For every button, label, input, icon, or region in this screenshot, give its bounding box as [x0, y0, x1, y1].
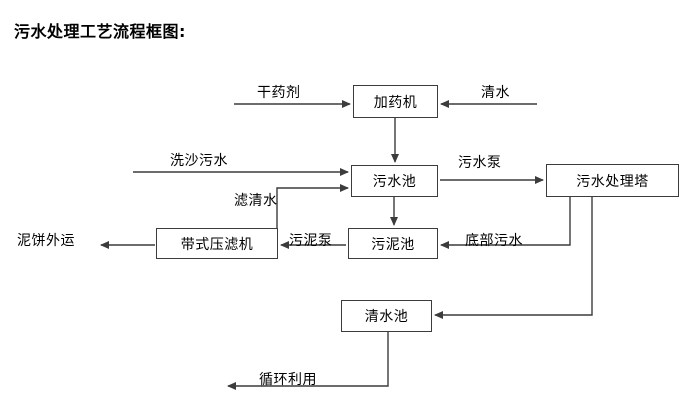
- edge-clear-water-pool-recycle: [227, 332, 389, 390]
- node-treatment-tower-label: 污水处理塔: [576, 173, 649, 190]
- edge-label-recycle-reuse: 循环利用: [259, 372, 317, 388]
- terminal-label-mud-cake-transport: 泥饼外运: [17, 233, 75, 249]
- edge-treatment-tower-to-sludge-pool: [440, 197, 571, 249]
- edge-label-filtered-water: 滤清水: [234, 193, 278, 209]
- node-dosing-machine[interactable]: 加药机: [353, 85, 438, 118]
- edge-label-dry-chemical: 干药剂: [257, 85, 301, 101]
- edge-label-bottom-sewage: 底部污水: [465, 233, 523, 249]
- node-belt-filter-press-label: 带式压滤机: [180, 236, 254, 253]
- edge-filtered-water-to-sewage-pool: [276, 184, 349, 228]
- edge-label-sand-wash-sewage: 洗沙污水: [170, 153, 228, 169]
- node-clear-water-pool[interactable]: 清水池: [341, 300, 432, 332]
- edge-treatment-tower-to-clear-water-pool: [434, 197, 593, 319]
- node-dosing-machine-label: 加药机: [373, 94, 418, 111]
- edge-label-sludge-pump: 污泥泵: [289, 233, 333, 249]
- node-clear-water-pool-label: 清水池: [364, 309, 409, 325]
- node-sewage-pool-label: 污水池: [372, 174, 417, 190]
- page-title: 污水处理工艺流程框图:: [14, 22, 186, 41]
- edge-label-clean-water: 清水: [481, 85, 510, 101]
- node-treatment-tower[interactable]: 污水处理塔: [546, 164, 679, 197]
- node-sewage-pool[interactable]: 污水池: [351, 165, 438, 197]
- node-sludge-pool[interactable]: 污泥池: [348, 228, 438, 259]
- node-sludge-pool-label: 污泥池: [371, 236, 415, 253]
- edge-label-sewage-pump: 污水泵: [458, 155, 502, 171]
- node-belt-filter-press[interactable]: 带式压滤机: [156, 228, 278, 259]
